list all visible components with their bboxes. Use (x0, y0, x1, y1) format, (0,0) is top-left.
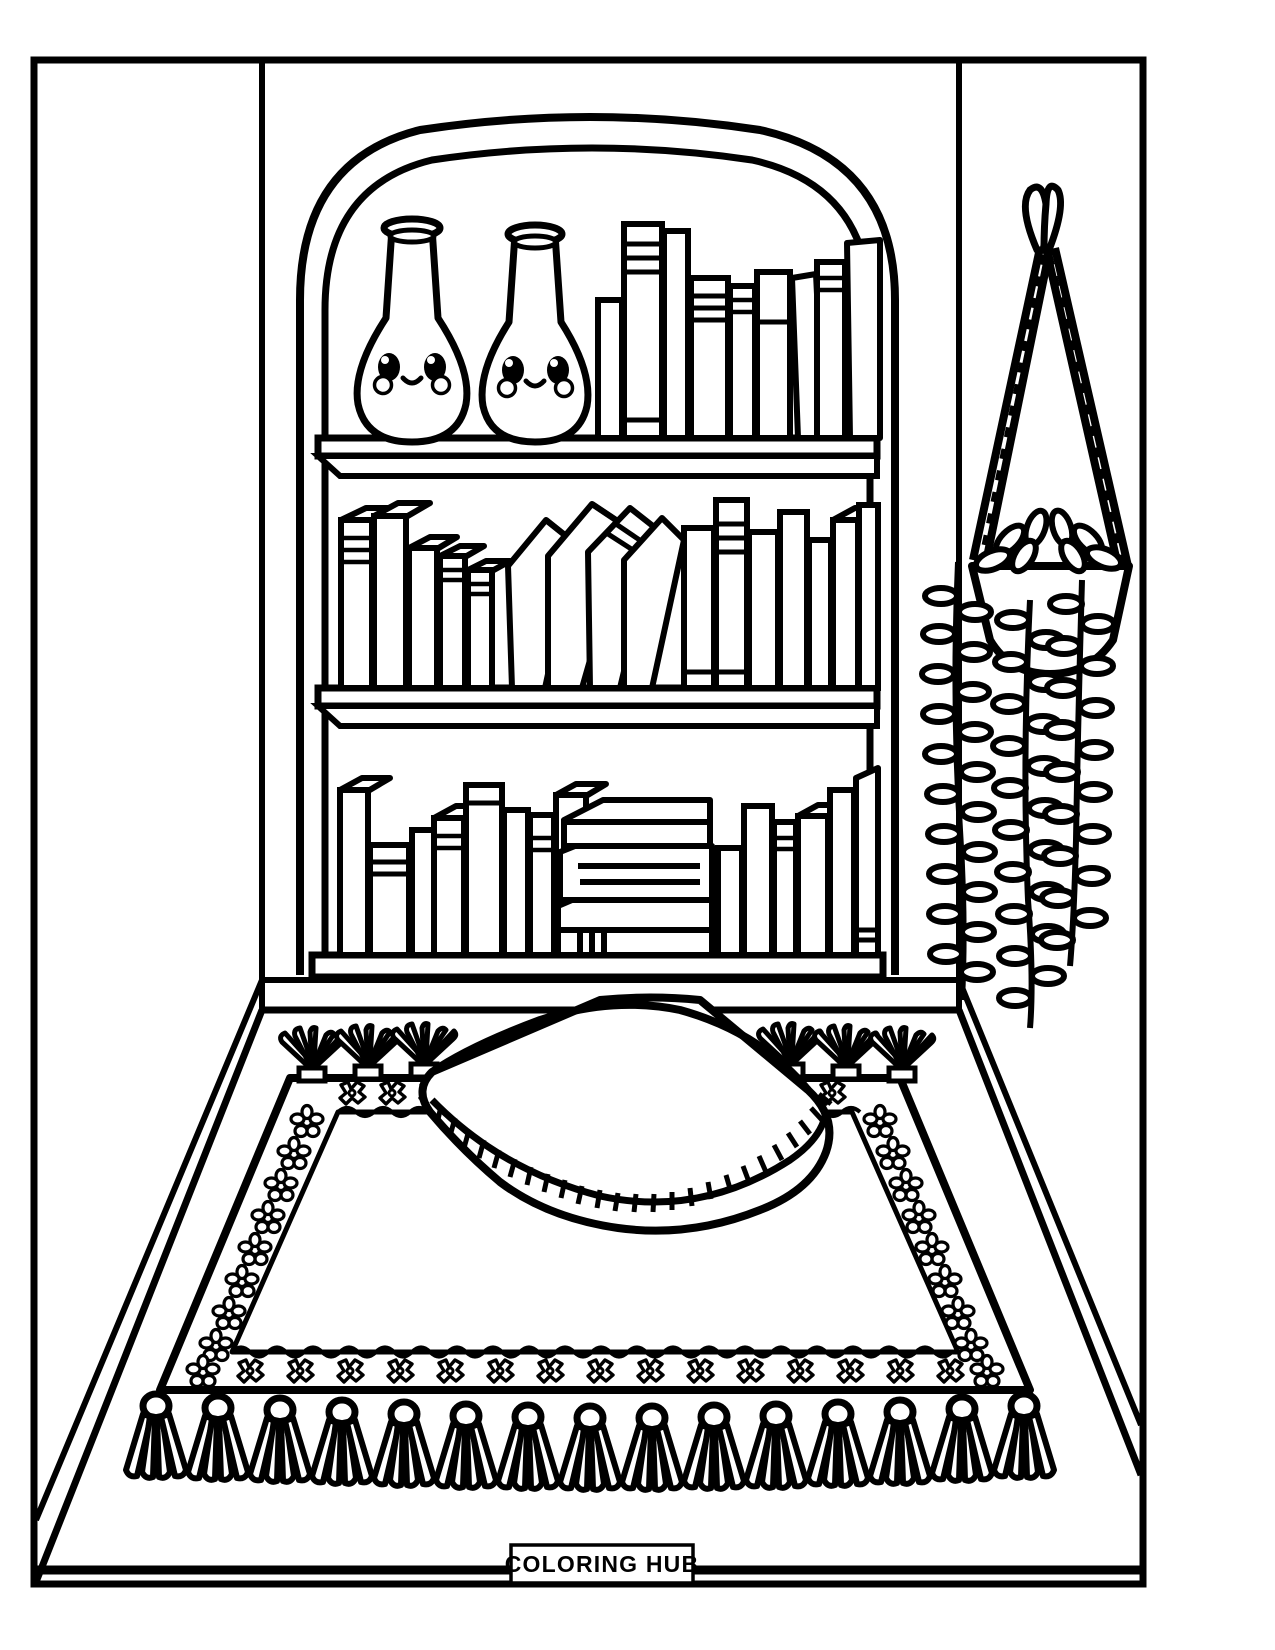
book (741, 803, 775, 958)
shelf-board-top (310, 434, 881, 479)
stacked-books (555, 797, 715, 958)
book (715, 845, 745, 958)
vase-left-mouth (400, 375, 424, 386)
book (771, 819, 799, 958)
logo-box (509, 1543, 695, 1585)
brand-logo: COLORING HUB (34, 1543, 1141, 1585)
floor-left-edge (32, 1008, 266, 1584)
shelf-board-bottom (308, 951, 887, 981)
hanging-plant (922, 182, 1133, 1029)
book (681, 525, 717, 691)
floor-cushion (418, 993, 834, 1235)
book (795, 802, 851, 958)
rug-scallop-left (230, 1111, 340, 1353)
cushion-blanket-stitch (434, 1092, 833, 1213)
vase-left-blush-right (430, 374, 452, 396)
book (463, 782, 505, 958)
book (827, 787, 857, 958)
baseboard-right-edge (956, 978, 1144, 1427)
rug-tassels-bottom (126, 1394, 1054, 1490)
book (713, 497, 750, 691)
baseboard-left-edge (33, 978, 265, 1522)
vase-left (353, 215, 471, 446)
top-shelf-books (595, 221, 883, 441)
vase-right-blush-right (553, 377, 575, 399)
book (853, 765, 881, 958)
book (777, 509, 810, 691)
book (501, 807, 531, 958)
niche-outer-arch (296, 113, 899, 975)
bottom-shelf-books (337, 765, 881, 958)
book-leaning (621, 515, 687, 691)
vase-right-eye-highlight-left (505, 359, 513, 367)
book (746, 529, 781, 691)
plant-crown-leaves (972, 507, 1125, 575)
vase-left-eye-highlight-right (427, 356, 435, 364)
plant-vine-right (1041, 579, 1114, 967)
plant-hanger-ropes (969, 247, 1132, 567)
cushion-top-seam (429, 1000, 812, 1093)
plant-hanger-knot (1021, 182, 1064, 254)
book (806, 537, 834, 691)
vase-right-eye-highlight-right (550, 359, 558, 367)
vase-right-blush-left (496, 377, 518, 399)
book (409, 827, 437, 958)
rug-scallop-right (850, 1111, 960, 1353)
book (367, 842, 412, 958)
bookshelf-niche (296, 113, 899, 981)
vase-left-eye-highlight-left (381, 356, 389, 364)
floor-right-edge (955, 1008, 1145, 1477)
rug-scallop-bottom (230, 1345, 954, 1359)
book (527, 812, 557, 958)
plant-vine-left (922, 561, 995, 1001)
niche-inner-arch (321, 144, 874, 975)
book (337, 775, 393, 958)
vase-left-blush-left (372, 374, 394, 396)
plant-vine-middle (993, 599, 1064, 1029)
middle-shelf-books (338, 497, 881, 691)
book (856, 502, 881, 691)
logo-label: COLORING HUB (505, 1551, 700, 1577)
vase-right-mouth (523, 378, 547, 389)
vase-right (478, 221, 592, 446)
shelf-board-middle (310, 684, 881, 729)
vase-left-inner-rim (387, 227, 437, 245)
vase-right-inner-rim (511, 233, 559, 251)
